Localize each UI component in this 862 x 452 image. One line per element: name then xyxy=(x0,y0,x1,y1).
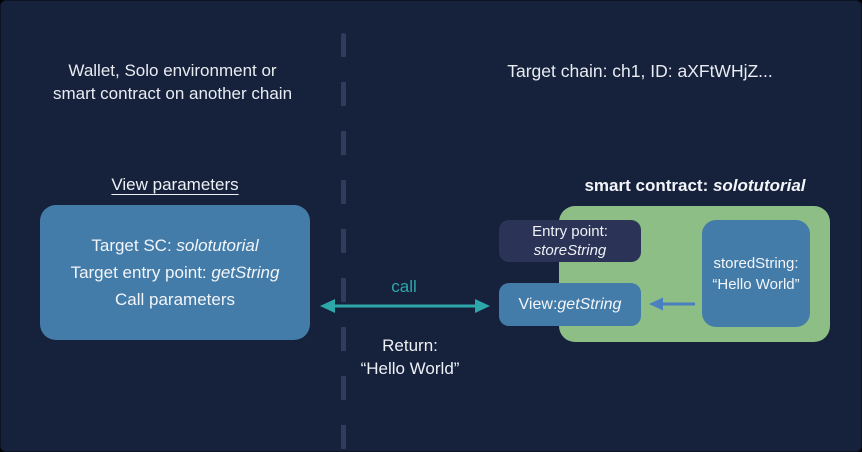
view-parameters-box: Target SC: solotutorial Target entry poi… xyxy=(40,205,310,340)
stored-string-line2: “Hello World” xyxy=(712,275,800,293)
target-sc-label: Target SC: xyxy=(91,236,177,255)
left-caption-line2: smart contract on another chain xyxy=(52,84,293,103)
smart-contract-label: smart contract: solotutorial xyxy=(555,176,835,196)
view-getstring-box: View: getString xyxy=(499,283,641,326)
return-annotation: Return: “Hello World” xyxy=(328,334,492,380)
return-line1: Return: xyxy=(382,336,438,355)
target-sc-value: solotutorial xyxy=(176,236,259,255)
view-box-label: View: xyxy=(518,295,558,313)
smart-contract-label-prefix: smart contract: xyxy=(584,176,713,195)
chain-boundary-dashed-line xyxy=(341,33,346,452)
call-label: call xyxy=(391,277,417,296)
view-box-value: getString xyxy=(557,295,622,313)
stored-string-read-arrow-icon xyxy=(649,297,695,311)
call-double-arrow-icon xyxy=(320,299,490,313)
stored-string-line1: storedString: xyxy=(713,254,799,272)
entry-point-line1: Entry point: xyxy=(532,223,608,240)
target-entry-point-value: getString xyxy=(211,263,280,282)
left-caption-line1: Wallet, Solo environment or xyxy=(68,61,277,80)
call-parameters-line: Call parameters xyxy=(115,290,235,309)
target-entry-point-line: Target entry point: getString xyxy=(71,259,280,286)
target-sc-line: Target SC: solotutorial xyxy=(91,232,258,259)
stored-string-box: storedString: “Hello World” xyxy=(702,220,810,327)
target-chain-caption: Target chain: ch1, ID: aXFtWHjZ... xyxy=(507,61,773,81)
entry-point-line2: storeString xyxy=(533,242,607,259)
return-line2: “Hello World” xyxy=(360,359,460,378)
smart-contract-name: solotutorial xyxy=(712,176,806,195)
view-parameters-heading: View parameters xyxy=(111,175,239,194)
entry-point-box: Entry point: storeString xyxy=(499,220,641,262)
left-caption: Wallet, Solo environment or smart contra… xyxy=(30,59,315,105)
target-entry-point-label: Target entry point: xyxy=(70,263,212,282)
